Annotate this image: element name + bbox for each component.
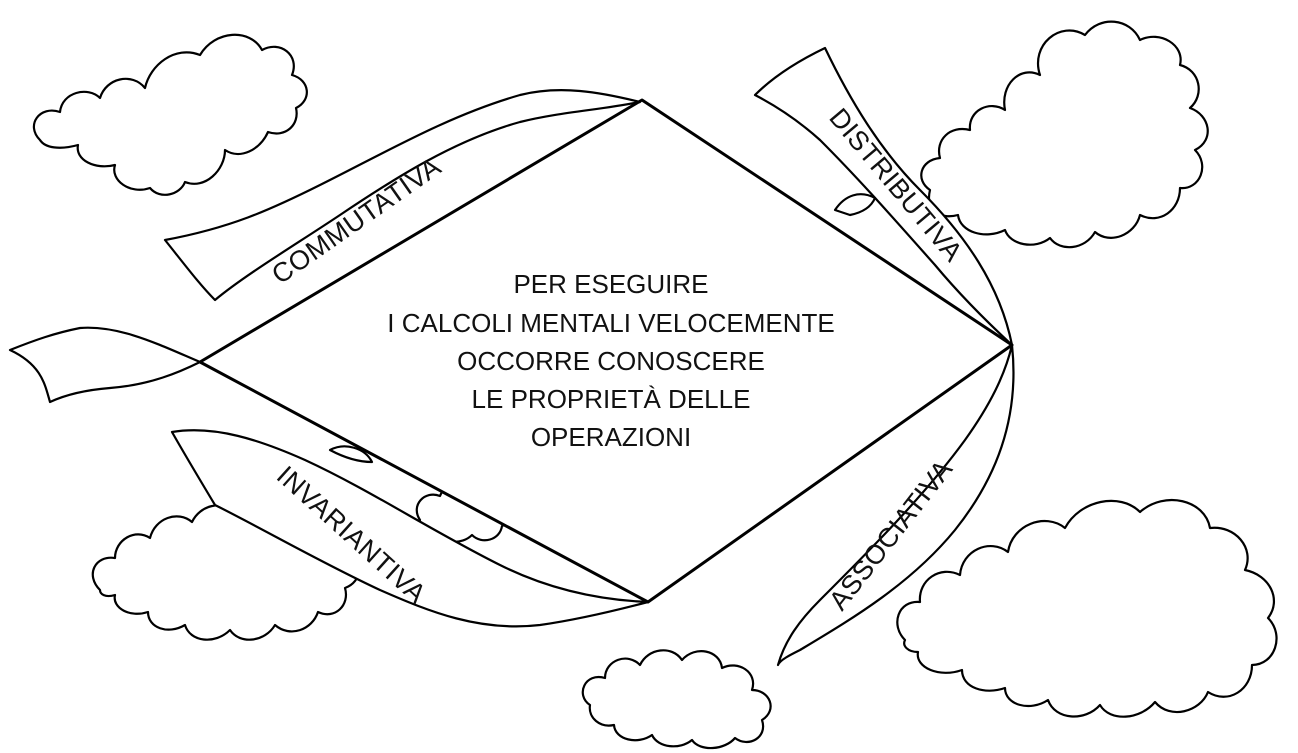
- cloud-top-right: [920, 20, 1209, 249]
- cloud-bottom-right: [896, 498, 1278, 718]
- kite-outline: [198, 98, 1014, 604]
- center-line-5: OPERAZIONI: [531, 422, 691, 452]
- ribbon-invariantiva: [170, 429, 650, 628]
- ribbon-invariantiva-fold: [328, 445, 374, 464]
- ribbon-distributiva: [753, 46, 1014, 347]
- ribbon-distributiva-fold: [833, 193, 877, 217]
- center-message: PER ESEGUIRE I CALCOLI MENTALI VELOCEMEN…: [387, 269, 834, 452]
- center-line-4: LE PROPRIETÀ DELLE: [472, 384, 751, 414]
- cloud-bottom-middle: [581, 649, 772, 750]
- center-line-1: PER ESEGUIRE: [513, 269, 708, 299]
- ribbon-associativa: [776, 343, 1015, 667]
- ribbon-commutativa: [163, 89, 642, 302]
- kite-body: [200, 100, 1012, 602]
- cloud-top-left: [32, 33, 308, 196]
- center-line-2: I CALCOLI MENTALI VELOCEMENTE: [387, 308, 834, 338]
- center-line-3: OCCORRE CONOSCERE: [457, 346, 765, 376]
- ribbon-tail-left: [8, 326, 202, 404]
